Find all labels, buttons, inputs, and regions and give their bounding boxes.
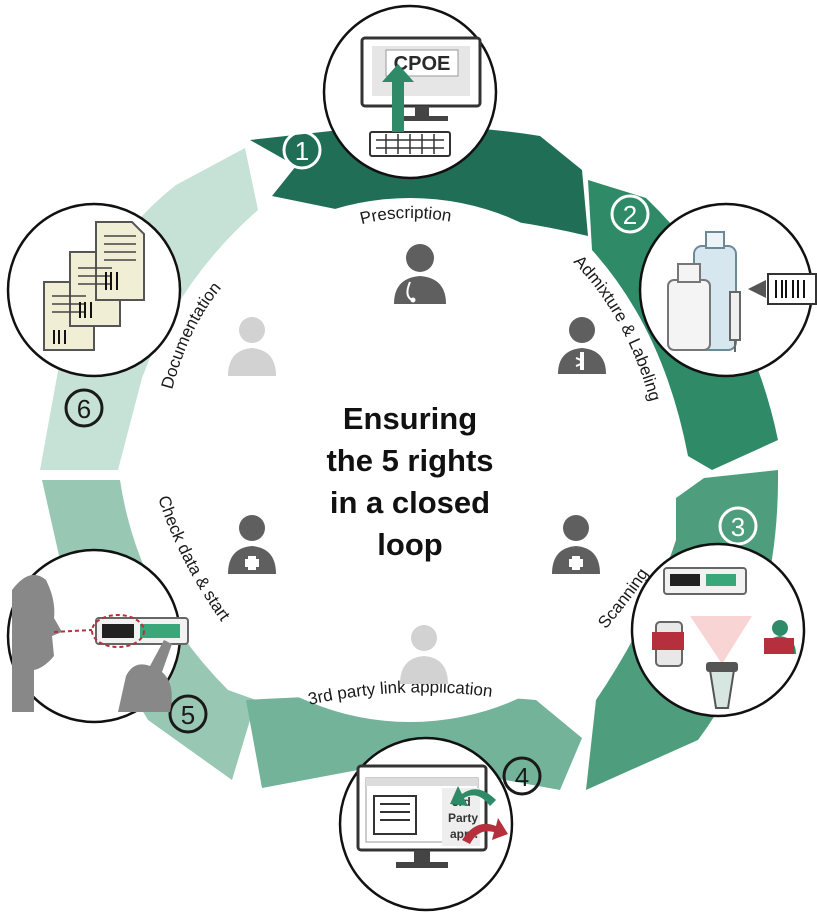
center-title: Ensuring the 5 rights in a closed loop: [268, 398, 552, 566]
pharmacist-icon: [558, 317, 606, 374]
return-arrow-icon: [450, 786, 496, 806]
badge-4: 4: [502, 756, 542, 796]
barcode-label-icon: [748, 273, 817, 305]
badge-5: 5: [168, 694, 208, 734]
svg-text:CPOE: CPOE: [394, 53, 451, 75]
person-left-icon: [228, 317, 276, 376]
svg-text:Party: Party: [448, 811, 478, 825]
infusion-pump-icon: [663, 567, 747, 595]
cpoe-circle: CPOE: [322, 4, 498, 180]
hand-icon: [118, 640, 172, 712]
svg-text:5: 5: [181, 700, 195, 730]
syringe-icon: [729, 291, 741, 352]
badge-2: 2: [610, 194, 650, 234]
badge-6: 6: [64, 388, 104, 428]
send-arrow-icon: [462, 818, 508, 844]
barcode-scanner-icon: [706, 662, 738, 709]
segment-1: [250, 126, 588, 236]
doctor-icon: [394, 244, 446, 304]
center-title-line-2: the 5 rights: [326, 443, 494, 478]
patient-wristband-icon: [764, 620, 796, 654]
bottle-icon: [667, 263, 711, 351]
center-title-line-1: Ensuring: [342, 401, 478, 436]
svg-text:6: 6: [77, 394, 91, 424]
svg-text:2: 2: [623, 200, 637, 230]
documentation-circle: [6, 202, 182, 378]
center-title-line-4: loop: [377, 527, 443, 562]
badge-1: 1: [282, 130, 322, 170]
center-title-line-3: in a closed: [329, 485, 491, 520]
nurse-right-icon: [552, 515, 600, 574]
badge-3: 3: [718, 506, 758, 546]
upload-arrow-icon: [382, 64, 414, 132]
vial-barcode-icon: [652, 621, 684, 667]
sight-line: [53, 629, 93, 633]
svg-text:1: 1: [295, 136, 309, 166]
documents-icon: [43, 221, 145, 351]
pump-display-icon: [91, 614, 189, 648]
svg-text:4: 4: [515, 762, 529, 792]
nurse-left-icon: [228, 515, 276, 574]
check-data-circle: [6, 548, 189, 724]
scan-beam: [690, 616, 752, 664]
admixture-circle: [638, 202, 817, 378]
person-bottom-icon: [400, 625, 448, 684]
scanning-circle: [630, 542, 806, 718]
third-party-circle: 3rd Party appl.: [338, 736, 514, 912]
face-profile-icon: [12, 574, 62, 712]
svg-text:3: 3: [731, 512, 745, 542]
